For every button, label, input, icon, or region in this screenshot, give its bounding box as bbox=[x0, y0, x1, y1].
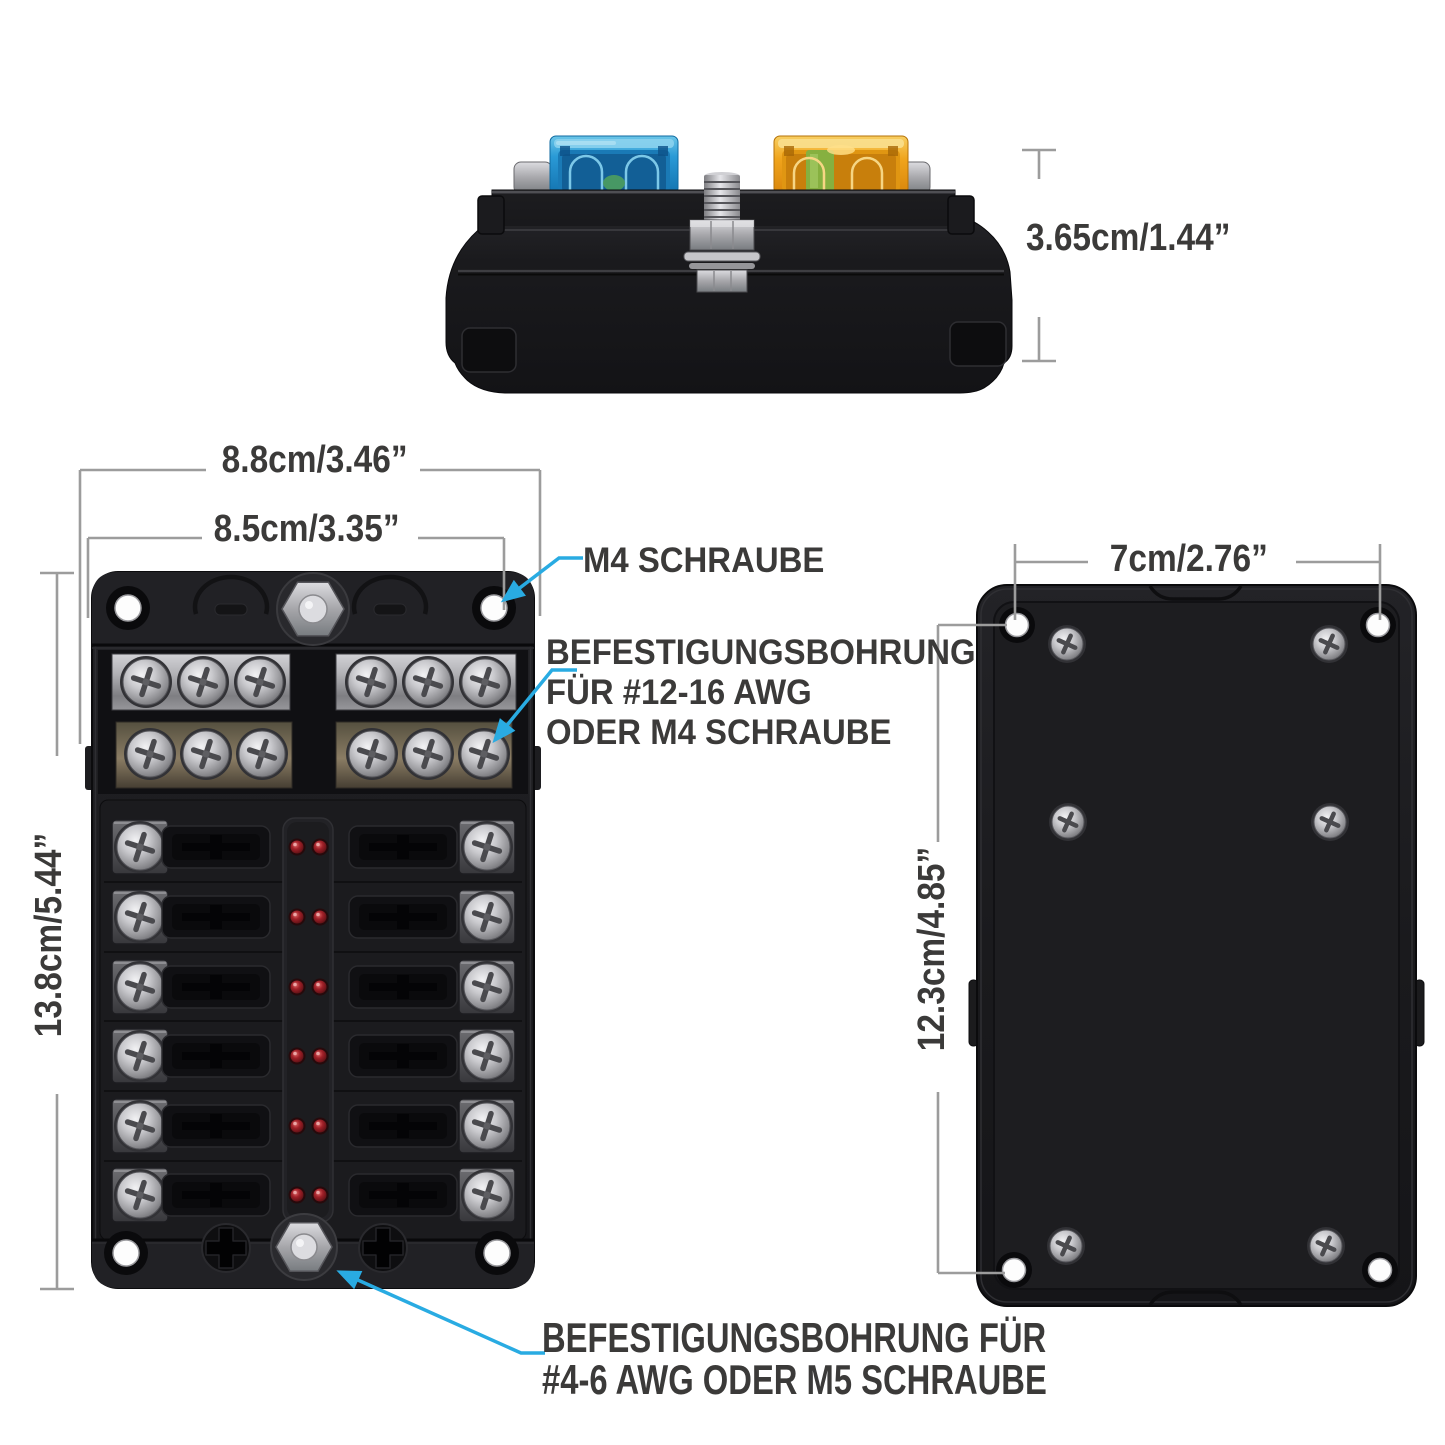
fuse-slot bbox=[348, 965, 458, 1009]
dim-back-width: 7cm/2.76” bbox=[1109, 538, 1269, 580]
dim-side-height: 3.65cm/1.44” bbox=[1025, 217, 1231, 259]
circuit-screw bbox=[114, 961, 166, 1013]
fuse-slot bbox=[348, 1104, 458, 1148]
terminal-screw bbox=[180, 728, 232, 780]
circuit-screw bbox=[114, 1169, 166, 1221]
circuit-screw bbox=[461, 1030, 513, 1082]
fuse-slot bbox=[161, 895, 271, 939]
cross-recess bbox=[201, 1223, 251, 1273]
orange-fuse bbox=[773, 135, 909, 195]
dim-front-inner-width: 8.5cm/3.35” bbox=[214, 508, 400, 550]
fuse-slot bbox=[161, 1034, 271, 1078]
fuse-slot bbox=[348, 895, 458, 939]
mounting-hole-bottom-right bbox=[474, 1230, 520, 1276]
terminal-screw bbox=[120, 656, 172, 708]
embossed-marks bbox=[192, 574, 429, 615]
positive-stud-top bbox=[276, 572, 350, 646]
mounting-hole-bottom-left bbox=[103, 1230, 149, 1276]
circuit-screw bbox=[461, 891, 513, 943]
mounting-hole-top-right bbox=[471, 585, 517, 631]
callout-wire-hole: BEFESTIGUNGSBOHRUNG FÜR #12-16 AWG ODER … bbox=[546, 633, 976, 752]
terminal-screw bbox=[345, 656, 397, 708]
dimension-lines bbox=[40, 148, 1382, 1291]
dim-front-height: 13.8cm/5.44” bbox=[28, 832, 70, 1038]
terminal-screw bbox=[346, 728, 398, 780]
blue-fuse bbox=[549, 135, 679, 195]
arrow-power-hole bbox=[336, 1270, 545, 1355]
terminal-screw bbox=[459, 656, 511, 708]
front-view-illustration bbox=[85, 571, 541, 1289]
terminal-screw bbox=[177, 656, 229, 708]
circuit-screw bbox=[461, 961, 513, 1013]
circuit-screw bbox=[461, 1169, 513, 1221]
circuit-screw bbox=[461, 821, 513, 873]
cross-recess bbox=[358, 1223, 408, 1273]
arrow-m4-screw bbox=[500, 556, 583, 603]
circuit-screw bbox=[114, 1100, 166, 1152]
case-screw bbox=[1311, 803, 1349, 841]
fuse-slot bbox=[161, 825, 271, 869]
mounting-hole-top-left bbox=[105, 585, 151, 631]
callout-arrows bbox=[336, 556, 583, 1355]
case-screw bbox=[1048, 625, 1086, 663]
dim-back-height: 12.3cm/4.85” bbox=[911, 846, 953, 1052]
fuse-slot bbox=[161, 1173, 271, 1217]
dim-front-outer-width: 8.8cm/3.46” bbox=[222, 439, 408, 481]
fuse-slot bbox=[348, 1173, 458, 1217]
callout-power-hole: BEFESTIGUNGSBOHRUNG FÜR #4-6 AWG ODER M5… bbox=[542, 1314, 1047, 1403]
circuit-screw bbox=[114, 1030, 166, 1082]
top-notch bbox=[1148, 585, 1243, 601]
fuse-slot bbox=[348, 1034, 458, 1078]
callout-m4-screw: M4 SCHRAUBE bbox=[583, 541, 825, 580]
mounting-hole-bottom-right bbox=[1361, 1251, 1399, 1289]
fuse-slot bbox=[161, 1104, 271, 1148]
terminal-screw bbox=[458, 728, 510, 780]
case-screw bbox=[1047, 1227, 1085, 1265]
case-screw bbox=[1310, 625, 1348, 663]
mounting-hole-bottom-left bbox=[995, 1251, 1033, 1289]
side-view-illustration bbox=[445, 135, 1013, 394]
housing-notch-right bbox=[949, 321, 1007, 367]
back-panel bbox=[993, 601, 1400, 1290]
case-screw bbox=[1307, 1227, 1345, 1265]
case-screw bbox=[1049, 803, 1087, 841]
terminal-screw bbox=[402, 656, 454, 708]
fuse-slot bbox=[348, 825, 458, 869]
mounting-hole-top-right bbox=[1359, 606, 1397, 644]
housing-notch-left bbox=[461, 327, 517, 373]
power-stud bbox=[683, 172, 761, 293]
terminal-screw bbox=[236, 728, 288, 780]
circuit-screw bbox=[114, 821, 166, 873]
circuit-screw bbox=[114, 891, 166, 943]
fuse-slot bbox=[161, 965, 271, 1009]
terminal-screw bbox=[402, 728, 454, 780]
back-view-illustration bbox=[968, 584, 1425, 1307]
terminal-screw bbox=[124, 728, 176, 780]
arrow-wire-hole bbox=[492, 668, 577, 744]
terminal-screw bbox=[234, 656, 286, 708]
fuse-terminal-left bbox=[513, 161, 553, 195]
negative-stud-bottom bbox=[270, 1213, 338, 1281]
bottom-notch bbox=[1148, 1290, 1243, 1306]
circuit-screw bbox=[461, 1100, 513, 1152]
